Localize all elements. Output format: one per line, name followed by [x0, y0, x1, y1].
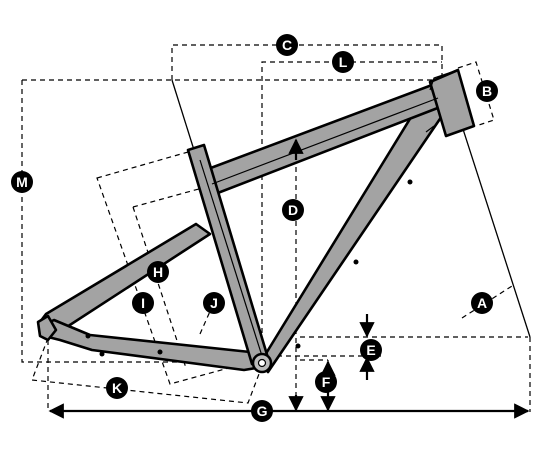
dim-k-line	[31, 337, 263, 404]
label-i: I	[132, 292, 154, 314]
label-i-text: I	[141, 295, 145, 311]
head-tube	[428, 68, 476, 138]
dim-c-line	[171, 44, 443, 80]
label-k-text: K	[112, 380, 122, 396]
label-b-text: B	[482, 83, 492, 99]
cable-boss-2	[353, 259, 359, 265]
head-joint-detail	[429, 69, 459, 91]
chain-stay	[40, 318, 258, 372]
label-d-text: D	[288, 202, 298, 218]
seat-axis-line	[171, 79, 195, 151]
label-a-text: A	[477, 295, 487, 311]
label-m-text: M	[16, 174, 28, 190]
head-axis-line	[461, 125, 531, 338]
cable-slot	[425, 125, 435, 133]
label-c-text: C	[282, 37, 292, 53]
cable-boss-5	[157, 349, 163, 355]
label-f-text: F	[322, 374, 331, 390]
bike-frame	[36, 68, 476, 374]
label-g-text: G	[257, 403, 268, 419]
cable-boss-6	[85, 333, 91, 339]
label-g: G	[251, 400, 273, 422]
label-h-text: H	[153, 264, 163, 280]
bottom-bracket-center	[257, 358, 267, 368]
seat-tube-inner	[199, 159, 263, 357]
label-e-text: E	[366, 342, 375, 358]
arrows	[48, 138, 530, 419]
label-m: M	[11, 171, 33, 193]
seat-stay	[38, 222, 212, 336]
dim-l-line	[261, 61, 442, 360]
label-l: L	[332, 51, 354, 73]
top-tube-inner	[211, 97, 439, 185]
label-h: H	[147, 261, 169, 283]
label-j-text: J	[210, 295, 218, 311]
label-l-text: L	[339, 54, 348, 70]
label-j: J	[203, 292, 225, 314]
label-c: C	[276, 34, 298, 56]
dim-i-line	[132, 186, 207, 369]
label-b: B	[476, 80, 498, 102]
dim-h-line	[96, 151, 259, 385]
cable-boss-1	[407, 179, 413, 185]
cable-boss-3	[295, 343, 301, 349]
label-a: A	[471, 292, 493, 314]
label-f: F	[315, 371, 337, 393]
label-d: D	[282, 199, 304, 221]
label-k: K	[106, 377, 128, 399]
cable-boss-4	[99, 351, 105, 357]
label-e: E	[360, 339, 382, 361]
dim-e-line	[268, 336, 528, 357]
solid-guides	[171, 79, 531, 338]
rear-dropout	[36, 314, 58, 342]
